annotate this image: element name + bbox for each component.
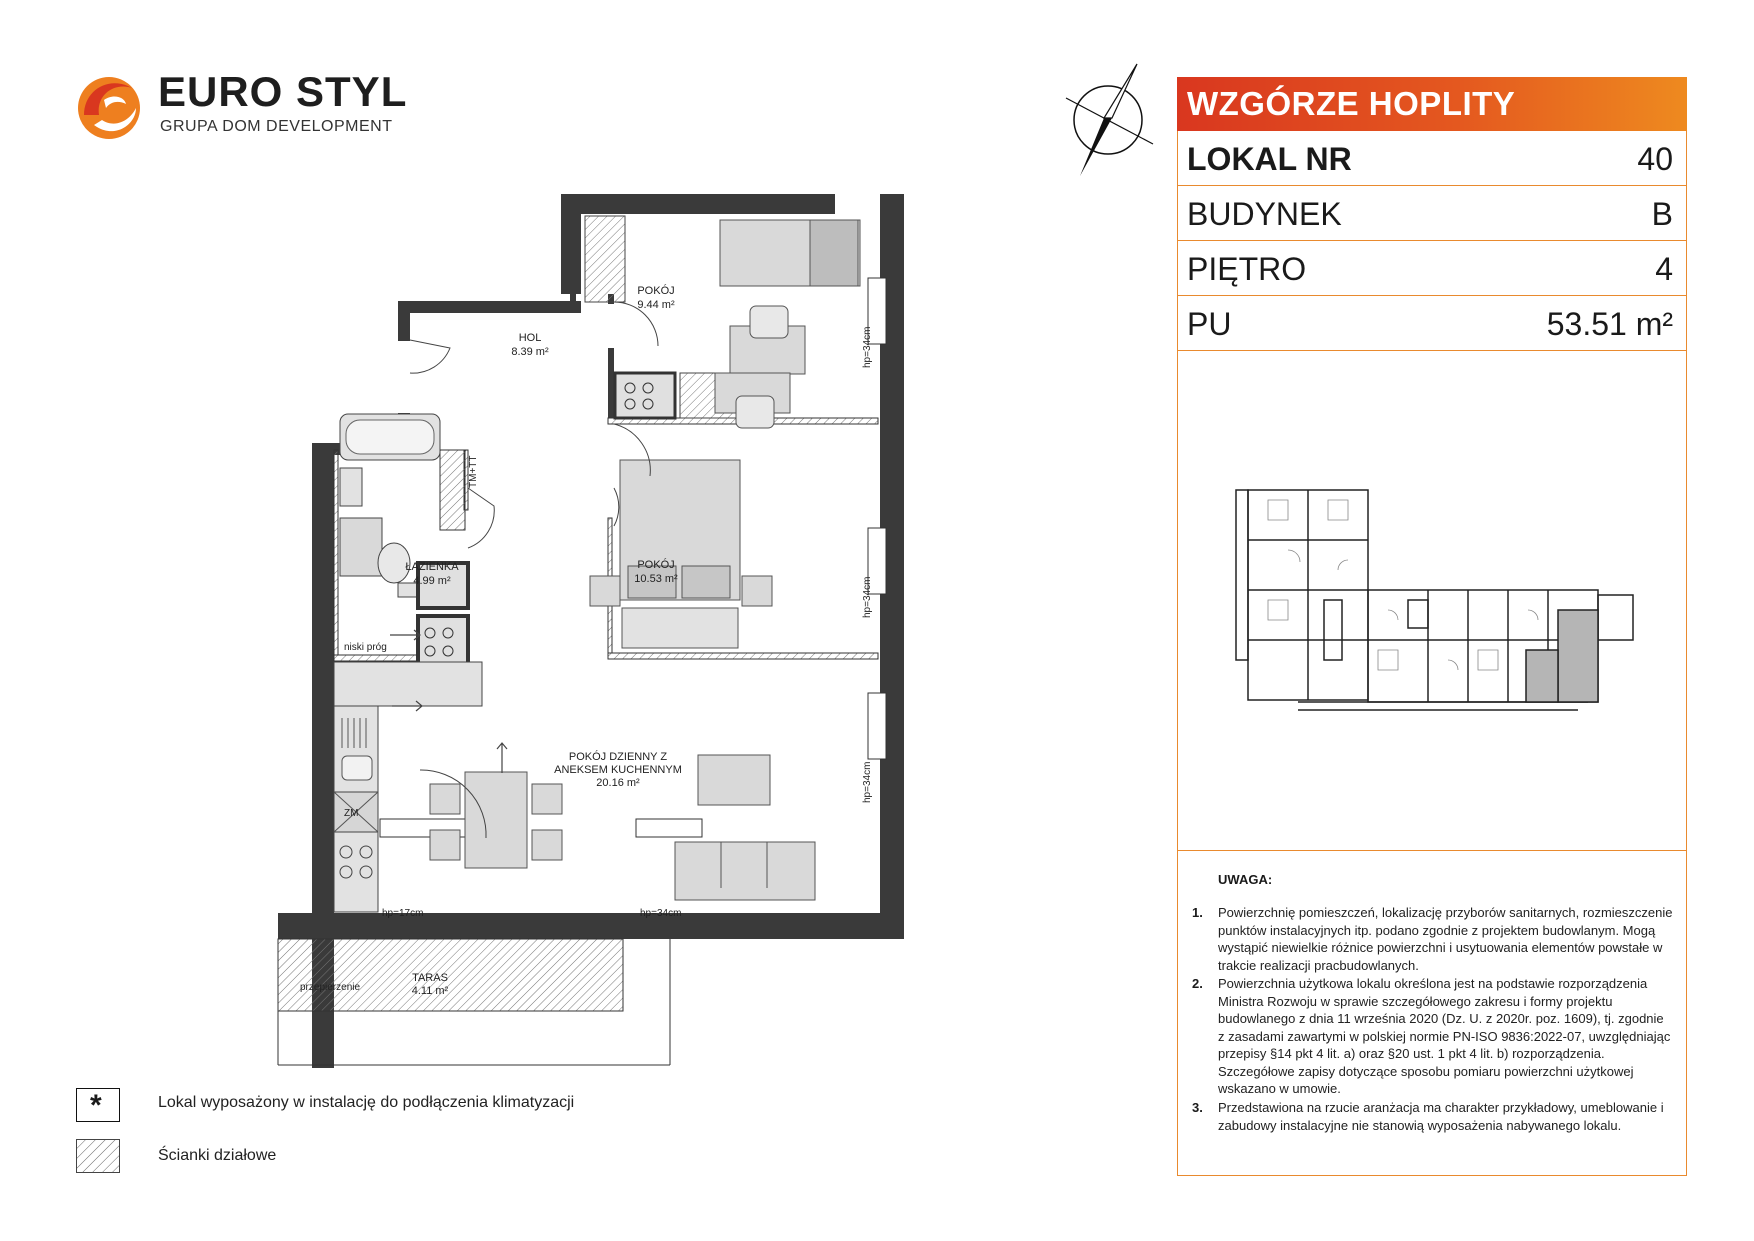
pu-label: PU	[1187, 306, 1232, 342]
air-conditioning-legend-text: Lokal wyposażony w instalację do podłącz…	[158, 1094, 575, 1111]
project-title: WZGÓRZE HOPLITY	[1187, 85, 1516, 122]
lazienka-area: 4.99 m²	[413, 575, 451, 587]
hp-label-5: hp=17cm	[382, 908, 423, 919]
pokoj2-name: POKÓJ	[637, 558, 674, 571]
niski-prog-label: niski próg	[344, 642, 387, 653]
hol-name: HOL	[519, 332, 542, 344]
logo-name: EURO STYL	[158, 68, 408, 115]
lazienka-name: ŁAZIENKA	[405, 561, 459, 573]
dzienny-area: 20.16 m²	[596, 777, 640, 789]
pu-value: 53.51 m²	[1546, 306, 1673, 342]
zm-label: ZM	[344, 808, 358, 819]
note-number: 2.	[1192, 976, 1203, 991]
euro-styl-logo-icon	[78, 77, 140, 139]
budynek-label: BUDYNEK	[1187, 196, 1342, 232]
dzienny-name-1: POKÓJ DZIENNY Z	[569, 750, 667, 763]
hp-label-4: hp=34cm	[640, 908, 681, 919]
lokal-label: LOKAL NR	[1187, 141, 1352, 177]
notes-title: UWAGA:	[1218, 872, 1273, 887]
przepierzenie-label: przepierzenie	[300, 982, 360, 993]
info-row-pietro: PIĘTRO 4	[1177, 241, 1687, 296]
tm-tt-label: TM+TT	[468, 456, 479, 489]
info-row-pu: PU 53.51 m²	[1177, 296, 1687, 351]
north-compass-icon	[1065, 63, 1154, 176]
info-row-budynek: BUDYNEK B	[1177, 186, 1687, 241]
air-conditioning-legend-box: *	[76, 1088, 120, 1122]
project-title-bar: WZGÓRZE HOPLITY	[1177, 77, 1687, 131]
note-number: 1.	[1192, 905, 1203, 920]
pietro-label: PIĘTRO	[1187, 251, 1307, 287]
hp-label-1: hp=34cm	[862, 327, 873, 368]
hp-label-3: hp=34cm	[862, 762, 873, 803]
pietro-value: 4	[1655, 251, 1673, 287]
note-text: Powierzchnia użytkowa lokalu określona j…	[1218, 976, 1671, 1096]
note-text: Przedstawiona na rzucie aranżacja ma cha…	[1218, 1100, 1664, 1133]
hp-label-2: hp=34cm	[862, 577, 873, 618]
floor-plan: POKÓJ 9.44 m² HOL 8.39 m² ŁAZIENKA 4.99 …	[277, 194, 904, 1068]
note-text: Powierzchnię pomieszczeń, lokalizację pr…	[1218, 905, 1673, 973]
pokoj1-name: POKÓJ	[637, 284, 674, 297]
logo-subtitle: GRUPA DOM DEVELOPMENT	[160, 118, 393, 135]
asterisk-icon: *	[90, 1089, 102, 1122]
hol-area: 8.39 m²	[511, 346, 549, 358]
partition-hatch-icon	[76, 1139, 120, 1173]
taras-name: TARAS	[412, 972, 448, 984]
building-key-plan	[1235, 489, 1634, 711]
note-number: 3.	[1192, 1100, 1203, 1115]
info-row-lokal: LOKAL NR 40	[1177, 131, 1687, 186]
dzienny-name-2: ANEKSEM KUCHENNYM	[554, 764, 682, 776]
partition-legend-text: Ścianki działowe	[158, 1147, 277, 1164]
notes-section	[1177, 850, 1687, 1176]
pokoj1-area: 9.44 m²	[637, 299, 675, 311]
lokal-value: 40	[1637, 141, 1673, 177]
taras-area: 4.11 m²	[412, 985, 449, 997]
budynek-value: B	[1651, 196, 1673, 232]
exterior-walls	[278, 194, 904, 1068]
pokoj2-area: 10.53 m²	[634, 573, 678, 585]
